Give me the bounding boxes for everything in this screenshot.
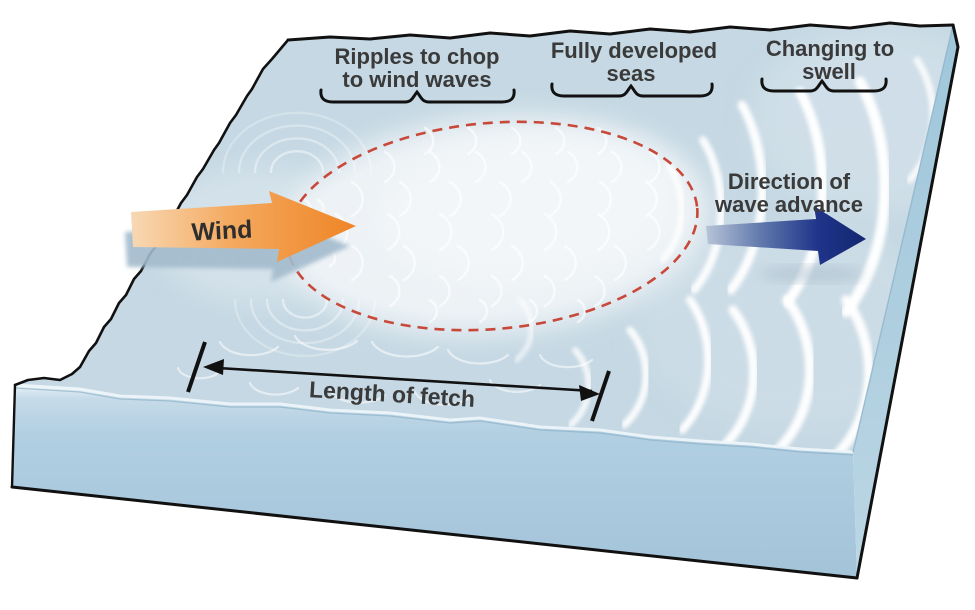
zone-label-swell: Changing to swell	[766, 36, 894, 84]
wave-advance-label: Direction of wave advance	[714, 169, 863, 217]
fetch-tick-right	[590, 370, 611, 422]
zone-label-swell-line2: swell	[802, 59, 856, 84]
zone-label-seas-line2: seas	[607, 61, 656, 86]
chop-wave-scales	[298, 126, 661, 324]
waterline-edge	[14, 387, 854, 456]
fetch-line	[217, 366, 593, 393]
ripple-rings	[178, 111, 377, 358]
zone-label-seas-line1: Fully developed	[551, 38, 717, 63]
wind-arrow: Wind	[125, 191, 356, 282]
waterline-foam	[14, 383, 854, 454]
fetch-arrowhead-right	[579, 385, 600, 401]
right-face-inner-edge	[852, 24, 954, 453]
zone-label-ripples: Ripples to chop to wind waves	[335, 44, 500, 92]
ocean-right-face	[853, 25, 958, 578]
zone-label-swell-line1: Changing to	[766, 36, 894, 61]
wave-advance-arrow-body	[706, 206, 866, 265]
wind-arrow-body	[131, 191, 356, 262]
zone-label-seas: Fully developed seas	[551, 38, 717, 86]
zone-label-ripples-line1: Ripples to chop	[335, 44, 500, 69]
wave-advance-label-line1: Direction of	[728, 169, 851, 194]
wind-arrow-label: Wind	[191, 215, 253, 246]
zone-brace-ripples	[319, 88, 516, 104]
zone-label-ripples-line2: to wind waves	[342, 67, 491, 92]
zone-braces	[319, 77, 888, 104]
zone-brace-seas	[550, 82, 714, 98]
block-outline	[10, 21, 960, 580]
fetch-arrowhead-left	[203, 359, 224, 375]
wave-advance-label-line2: wave advance	[714, 192, 863, 217]
wave-advance-arrow	[706, 206, 866, 283]
fetch-tick-left	[186, 341, 207, 393]
ocean-front-face	[12, 385, 857, 578]
wave-advance-arrow-shadow	[760, 265, 864, 283]
zone-brace-swell	[760, 77, 888, 93]
fetch-extent	[186, 341, 611, 422]
